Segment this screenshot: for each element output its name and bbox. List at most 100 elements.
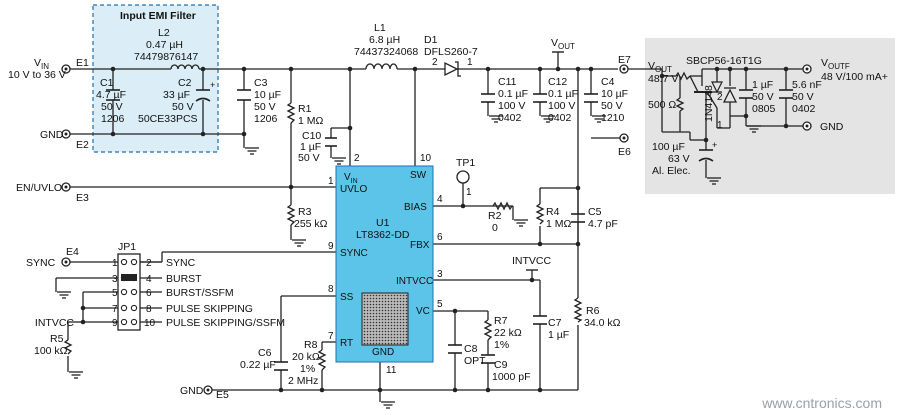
c4-value: 10 µF: [601, 88, 628, 100]
terminal-inner-dots: [64, 67, 809, 392]
c6-value: 0.22 µF: [240, 359, 276, 371]
r4-ref: R4: [546, 206, 560, 218]
c8-value: OPT: [464, 355, 486, 367]
c7-value: 1 µF: [548, 329, 569, 341]
watermark: www.cntronics.com: [761, 395, 882, 411]
svg-text:+: +: [712, 140, 717, 150]
vout-e7-value: 48.7 V: [648, 73, 678, 85]
vout-top-label: VOUT: [551, 37, 575, 51]
c5-ref: C5: [588, 206, 602, 218]
d1-pin2: 2: [432, 57, 438, 68]
svg-text:6: 6: [146, 288, 152, 299]
c3-value: 10 µF: [254, 89, 281, 101]
svg-text:1: 1: [328, 176, 334, 187]
jp1-label-sync: SYNC: [166, 257, 196, 269]
svg-text:8: 8: [146, 304, 152, 315]
c12-value: 0.1 µF: [548, 88, 578, 100]
c-filter2-value: 5.6 nF: [792, 79, 822, 91]
jp1-pin-numbers: 1 2 3 4 5 6 7 8 9 10: [112, 258, 156, 329]
l1-part: 74437324068: [354, 46, 418, 58]
tp1-testpoint: [456, 170, 470, 184]
svg-text:11: 11: [386, 365, 397, 376]
r6-ref: R6: [586, 305, 600, 317]
jp1-label-burst: BURST: [166, 273, 202, 285]
ic-part: LT8362-DD: [356, 229, 410, 241]
jp1-label-burst-ssfm: BURST/SSFM: [166, 287, 234, 299]
r8-tol: 1%: [300, 363, 315, 375]
c-alu-voltage: 63 V: [668, 153, 690, 165]
pin-bias-label: BIAS: [404, 202, 427, 213]
q1-transistor-symbol: [689, 69, 718, 118]
r4-value: 1 MΩ: [546, 218, 572, 230]
c2-voltage: 50 V: [172, 101, 194, 113]
c4-ref: C4: [601, 76, 615, 88]
c-filter2-package: 0402: [792, 103, 816, 115]
ic-pin-numbers: 1 2 3 4 5 6 7 8 9 10 11: [328, 153, 443, 376]
r7-tol: 1%: [494, 339, 509, 351]
en-uvlo-label: EN/UVLO: [16, 182, 62, 194]
svg-text:7: 7: [328, 331, 334, 342]
c10-voltage: 50 V: [298, 152, 320, 164]
r5-ref: R5: [50, 333, 64, 345]
e4-label: E4: [66, 246, 79, 258]
svg-text:10: 10: [144, 318, 156, 329]
c-filter2-voltage: 50 V: [792, 91, 814, 103]
e6-label: E6: [618, 146, 631, 158]
l2-value: 0.47 µH: [146, 39, 183, 51]
e3-label: E3: [76, 192, 89, 204]
d1-part: DFLS260-7: [424, 46, 478, 58]
r5-value: 100 kΩ: [34, 345, 68, 357]
svg-text:4: 4: [437, 194, 443, 205]
svg-text:1: 1: [112, 258, 118, 269]
terminal-circles: [61, 64, 812, 395]
d-filter-part: 1N4148: [703, 85, 715, 122]
c1-ref: C1: [100, 77, 114, 89]
r1-ref: R1: [298, 103, 312, 115]
c11-value: 0.1 µF: [498, 88, 528, 100]
c7-ref: C7: [548, 317, 562, 329]
c-filter1-voltage: 50 V: [752, 91, 774, 103]
e1-label: E1: [76, 57, 89, 69]
pin-sync-label: SYNC: [340, 248, 368, 259]
r8-ref: R8: [304, 339, 318, 351]
c12-package: 0402: [548, 112, 572, 124]
c12-voltage: 100 V: [548, 100, 575, 112]
tp1-label: TP1: [456, 157, 475, 169]
c-filter1-value: 1 µF: [752, 79, 773, 91]
svg-text:6: 6: [437, 232, 443, 243]
l1-value: 6.8 µH: [369, 34, 400, 46]
c9-value: 1000 pF: [492, 371, 531, 383]
c4-package: 1210: [601, 112, 625, 124]
jp1-label-pulse-skipping-ssfm: PULSE SKIPPING/SSFM: [166, 317, 285, 329]
voutf-value: 48 V/100 mA+: [821, 71, 888, 83]
c1-package: 1206: [101, 113, 125, 125]
c1-value: 4.7 µF: [96, 89, 126, 101]
voutf-label: VOUTF: [821, 57, 850, 71]
svg-text:5: 5: [112, 288, 118, 299]
svg-text:10: 10: [420, 153, 432, 164]
l2-inductor-symbol: [170, 64, 200, 70]
d1-pin1: 1: [467, 57, 473, 68]
c11-ref: C11: [498, 76, 517, 88]
svg-text:9: 9: [112, 318, 118, 329]
r2-ref: R2: [488, 210, 502, 222]
filter-diode-symbol: [711, 81, 738, 103]
c2-value: 33 µF: [163, 89, 190, 101]
c2-ref: C2: [178, 77, 192, 89]
svg-text:3: 3: [112, 274, 118, 285]
c4-voltage: 50 V: [601, 100, 623, 112]
r2-value: 0: [492, 222, 498, 234]
c11-voltage: 100 V: [498, 100, 525, 112]
pin-rt-label: RT: [340, 338, 353, 349]
d1-diode-symbol: [444, 61, 463, 77]
l1-inductor-symbol: [365, 63, 398, 70]
q1-pin1: 1: [717, 120, 723, 131]
sync-port-label: SYNC: [26, 257, 56, 269]
capacitor-symbols: [106, 89, 793, 371]
c10-value: 1 µF: [300, 141, 321, 153]
vout-e7-label: VOUT: [648, 60, 672, 74]
ic-ref: U1: [376, 217, 390, 229]
c3-ref: C3: [254, 77, 268, 89]
c-filter1-package: 0805: [752, 103, 776, 115]
